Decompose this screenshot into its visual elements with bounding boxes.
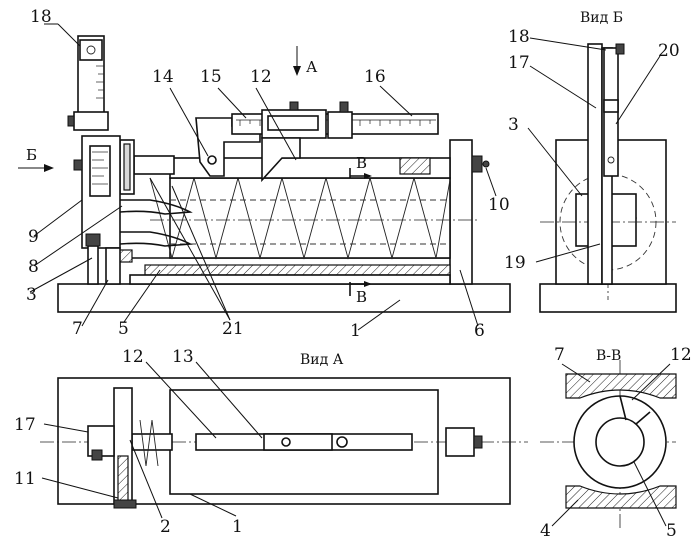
caliper-lower-jaw (261, 137, 301, 183)
callout-13: 13 (172, 347, 194, 367)
view-b-slider (603, 99, 619, 113)
caliper-screw-right (339, 101, 349, 113)
callout-17-b: 17 (508, 53, 530, 73)
push-rod (133, 155, 175, 175)
section-upper-block (565, 373, 677, 399)
caliper-ticks (239, 120, 431, 126)
callout-4: 4 (540, 521, 551, 541)
right-post (449, 139, 473, 285)
rod-flange-inner (123, 143, 131, 191)
support-pin (87, 245, 99, 285)
callout-1-main: 1 (350, 321, 361, 341)
main-view: А Б В В 18 14 15 12 16 10 (18, 7, 511, 341)
section-mark-lower: В (356, 288, 367, 306)
caliper-screw-left (289, 101, 299, 111)
post-knob-end (482, 160, 490, 168)
view-a-spring (139, 419, 159, 467)
callout-10: 10 (488, 195, 510, 215)
callout-17-a: 17 (14, 415, 36, 435)
view-b-pin (607, 156, 615, 164)
callout-5-main: 5 (118, 319, 129, 339)
callout-14: 14 (152, 67, 174, 87)
callout-11: 11 (14, 469, 36, 489)
indicator-cap-screw (86, 45, 96, 55)
view-a-title: Вид А (300, 352, 344, 368)
caliper-slider-window (267, 115, 319, 131)
callout-15: 15 (200, 67, 222, 87)
support-pin-top (85, 233, 101, 247)
callout-12-section: 12 (670, 345, 692, 365)
bottom-rail (144, 264, 451, 276)
callout-5-section: 5 (666, 521, 677, 541)
callout-12-main: 12 (250, 67, 272, 87)
callout-12-a: 12 (122, 347, 144, 367)
section-lower-block (565, 485, 677, 509)
callout-7-section: 7 (554, 345, 565, 365)
spring-housing (169, 177, 451, 259)
main-callouts: 18 14 15 12 16 10 9 8 3 7 5 21 (26, 7, 510, 341)
caliper-fine-adjust (327, 111, 353, 139)
view-a: Вид А 12 13 17 11 2 1 (14, 347, 528, 537)
callout-20: 20 (658, 41, 680, 61)
view-b: Вид Б 18 17 3 19 20 (504, 10, 680, 313)
section-callouts: 7 12 4 5 (540, 345, 692, 541)
callout-3-b: 3 (508, 115, 519, 135)
callout-21: 21 (222, 319, 244, 339)
section-mark-upper: В (356, 154, 367, 172)
lower-jaw-upper (119, 199, 193, 215)
slide-insert (399, 157, 431, 175)
indicator-cap (79, 39, 103, 61)
callout-16: 16 (364, 67, 386, 87)
arrow-a-head (293, 66, 301, 76)
view-a-foot (113, 499, 137, 509)
section-view: В-В 7 12 4 5 (540, 345, 692, 541)
view-a-clamp-screw (91, 449, 103, 461)
arrow-b-head (44, 164, 54, 172)
callout-6: 6 (474, 321, 485, 341)
view-a-rod (131, 433, 173, 451)
indicator-clamp (73, 111, 109, 131)
callout-19: 19 (504, 253, 526, 273)
view-b-screw (615, 43, 625, 55)
caliper-jaw-pin (207, 155, 217, 165)
view-b-column (587, 43, 603, 285)
callout-3-main: 3 (26, 285, 37, 305)
section-ring-inner (595, 417, 645, 467)
view-a-pin-1 (281, 437, 291, 447)
callout-18-main: 18 (30, 7, 52, 27)
view-a-column-hatch (117, 455, 129, 503)
view-b-title: Вид Б (580, 10, 623, 26)
arrow-a-label: А (306, 58, 318, 76)
callout-8: 8 (28, 257, 39, 277)
callout-1-a: 1 (232, 517, 243, 537)
spring (149, 176, 451, 260)
support-leg (105, 247, 121, 285)
callout-9: 9 (28, 227, 39, 247)
arrow-b-label: Б (26, 146, 37, 164)
view-a-callouts: 12 13 17 11 2 1 (14, 347, 263, 537)
callout-7-main: 7 (72, 319, 83, 339)
base-plate (57, 283, 511, 313)
view-b-callouts: 18 17 3 19 20 (504, 27, 680, 273)
indicator-clamp-screw (67, 115, 75, 127)
view-a-end-block (445, 427, 475, 457)
view-a-slider (263, 433, 333, 451)
lower-jaw-lower (119, 231, 193, 247)
section-title: В-В (596, 348, 621, 364)
callout-2: 2 (160, 517, 171, 537)
rail-support (129, 274, 451, 285)
left-column-window (89, 145, 111, 197)
callout-18-b: 18 (508, 27, 530, 47)
view-a-end-knob (473, 435, 483, 449)
view-a-pin-2 (336, 436, 348, 448)
post-knob (471, 155, 483, 173)
indicator-side-screw (73, 159, 83, 171)
